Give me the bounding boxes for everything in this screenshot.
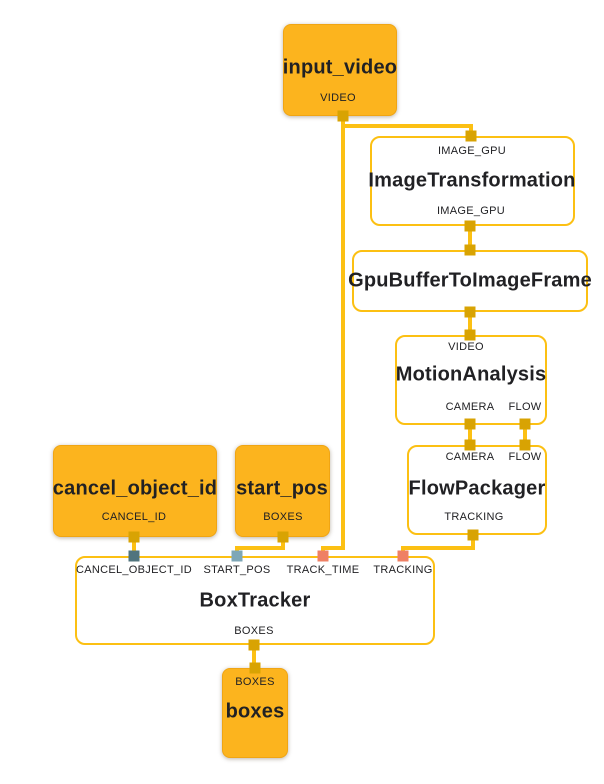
camera-output-port-motion-analysis — [464, 418, 476, 430]
port-label-camera-flow-packager: CAMERA — [445, 451, 495, 463]
video-output-port-input-video — [337, 110, 349, 122]
node-title-flow-packager: FlowPackager — [408, 477, 546, 500]
flow-output-port-motion-analysis — [519, 418, 531, 430]
node-boxes[interactable] — [222, 668, 288, 758]
video-input-port-motion-analysis — [464, 329, 476, 341]
port-label-cancel-object-id-box-tracker: CANCEL_OBJECT_ID — [75, 564, 193, 576]
port-label-flow-flow-packager: FLOW — [508, 451, 542, 463]
port-label-track-time-box-tracker: TRACK_TIME — [286, 564, 360, 576]
image-gpu-output-port-image-transformation — [464, 220, 476, 232]
output-port-gpu-buffer-to-image-frame — [464, 306, 476, 318]
tracking-input-port-box-tracker — [397, 550, 409, 562]
port-label-cancel-id-cancel-object-id: CANCEL_ID — [101, 511, 167, 523]
port-label-boxes-box-tracker: BOXES — [234, 625, 274, 637]
track-time-input-port-box-tracker — [317, 550, 329, 562]
port-label-flow-motion-analysis: FLOW — [508, 401, 542, 413]
port-label-tracking-box-tracker: TRACKING — [373, 564, 433, 576]
edge-flow-packager-tracking-to-box-tracker-tracking — [401, 533, 475, 558]
flow-input-port-flow-packager — [519, 439, 531, 451]
port-label-camera-motion-analysis: CAMERA — [445, 401, 495, 413]
cancel-object-id-input-port-box-tracker — [128, 550, 140, 562]
port-label-image-gpu-image-transformation: IMAGE_GPU — [436, 205, 506, 217]
input-port-gpu-buffer-to-image-frame — [464, 244, 476, 256]
node-title-image-transformation: ImageTransformation — [368, 169, 576, 192]
port-label-tracking-flow-packager: TRACKING — [444, 511, 504, 523]
node-title-input-video: input_video — [282, 56, 398, 79]
boxes-input-port-boxes — [249, 662, 261, 674]
tracking-output-port-flow-packager — [467, 529, 479, 541]
port-label-start-pos-box-tracker: START_POS — [203, 564, 271, 576]
node-flow-packager[interactable] — [407, 445, 547, 535]
cancel-id-output-port-cancel-object-id — [128, 531, 140, 543]
node-cancel-object-id[interactable] — [53, 445, 217, 537]
node-box-tracker[interactable] — [75, 556, 435, 645]
node-title-start-pos: start_pos — [236, 477, 328, 500]
node-title-cancel-object-id: cancel_object_id — [52, 477, 218, 500]
port-label-video-motion-analysis: VIDEO — [448, 341, 484, 353]
port-label-video-input-video: VIDEO — [320, 92, 356, 104]
node-title-motion-analysis: MotionAnalysis — [395, 363, 547, 386]
port-label-boxes-boxes: BOXES — [235, 676, 275, 688]
boxes-output-port-start-pos — [277, 531, 289, 543]
node-title-box-tracker: BoxTracker — [199, 589, 311, 612]
port-label-image-gpu-image-transformation: IMAGE_GPU — [437, 145, 507, 157]
edge-input-video-video-to-image-transformation-image-gpu — [341, 114, 473, 138]
camera-input-port-flow-packager — [464, 439, 476, 451]
start-pos-input-port-box-tracker — [231, 550, 243, 562]
edge-start-pos-boxes-to-box-tracker-start-pos — [235, 535, 285, 558]
image-gpu-input-port-image-transformation — [465, 130, 477, 142]
boxes-output-port-box-tracker — [248, 639, 260, 651]
port-label-boxes-start-pos: BOXES — [263, 511, 303, 523]
node-title-gpu-buffer-to-image-frame: GpuBufferToImageFrame — [348, 269, 592, 292]
node-start-pos[interactable] — [235, 445, 330, 537]
node-title-boxes: boxes — [225, 700, 285, 723]
